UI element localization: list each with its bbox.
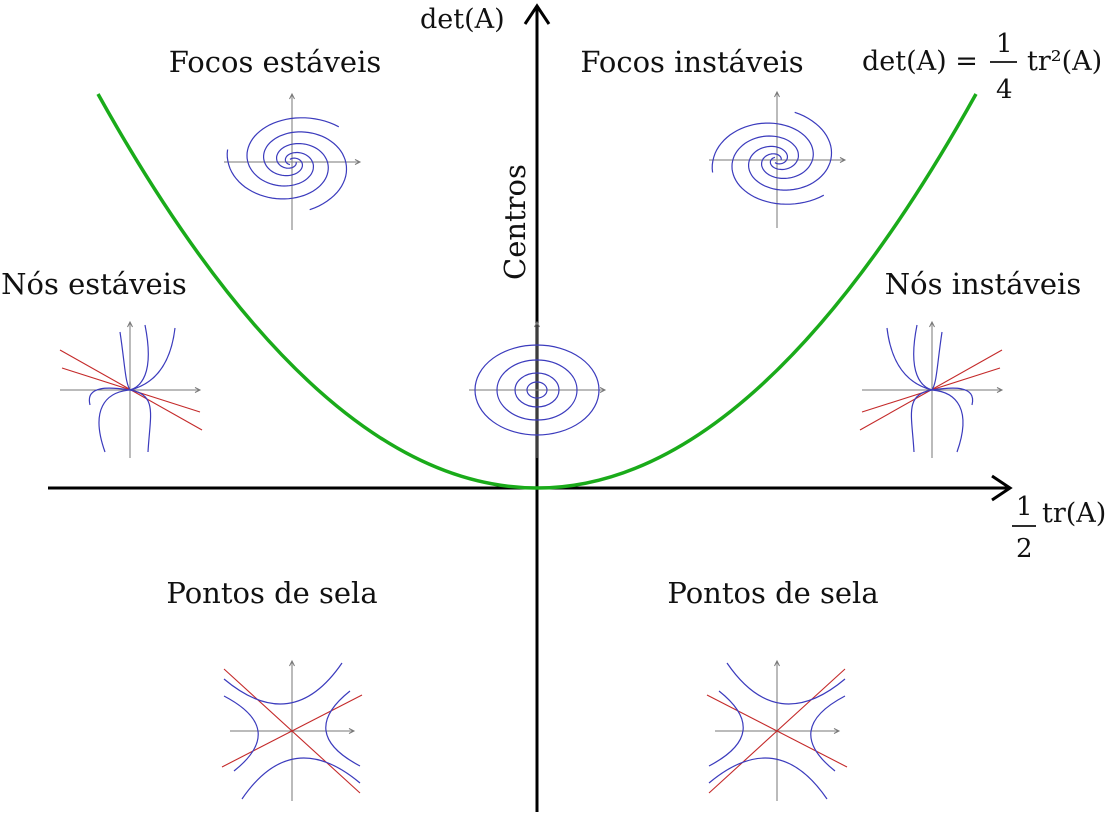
mini-x-arrow <box>194 387 202 393</box>
node-trajectory <box>88 387 131 406</box>
saddle-trajectory <box>810 695 846 772</box>
mini-y-arrow <box>289 659 295 667</box>
curve-equation-rhs: tr²(A) <box>1027 46 1102 77</box>
spiral-trajectory <box>711 122 814 179</box>
node-trajectory <box>910 389 933 453</box>
saddle-points-right-label: Pontos de sela <box>667 576 878 610</box>
saddle-trajectory <box>223 695 259 772</box>
closed-orbit <box>474 344 600 436</box>
node-trajectory <box>129 324 149 391</box>
x-axis-label: tr(A) <box>1042 498 1106 529</box>
mini-x-arrow <box>348 728 356 734</box>
node-trajectory <box>913 324 933 391</box>
node-trajectory <box>931 389 964 453</box>
unstable-nodes-label: Nós instáveis <box>885 267 1081 301</box>
node-trajectory <box>886 327 933 391</box>
saddle-left-phase-portrait <box>221 659 363 801</box>
node-trajectory <box>931 331 943 391</box>
saddle-points-left-label: Pontos de sela <box>166 576 377 610</box>
saddle-trajectory <box>708 690 744 767</box>
mini-y-arrow <box>929 320 935 328</box>
separatrix <box>706 694 848 768</box>
x-axis-arrowhead <box>991 474 1013 502</box>
unstable-node-phase-portrait <box>859 320 1004 458</box>
curve-fraction-denominator: 4 <box>996 75 1013 105</box>
saddle-trajectory <box>708 757 828 800</box>
unstable-focus-phase-portrait <box>709 90 847 228</box>
mini-x-arrow <box>599 387 607 393</box>
spiral-trajectory <box>263 131 348 211</box>
curve-equation-lhs: det(A) = <box>862 46 978 77</box>
stable-nodes-label: Nós estáveis <box>1 267 187 301</box>
node-trajectory <box>129 389 152 453</box>
parabola-curve <box>96 93 978 490</box>
saddle-trajectory <box>223 662 343 705</box>
saddle-trajectory <box>241 757 361 800</box>
unstable-foci-label: Focos instáveis <box>580 45 803 79</box>
x-axis-fraction-denominator: 2 <box>1016 534 1033 564</box>
stable-node-phase-portrait <box>59 320 203 458</box>
mini-y-arrow <box>289 92 295 100</box>
closed-orbit <box>496 359 578 421</box>
mini-y-arrow <box>127 320 133 328</box>
node-trajectory <box>119 331 131 391</box>
saddle-trajectory <box>726 662 846 705</box>
closed-orbit <box>514 372 560 408</box>
x-axis-fraction-numerator: 1 <box>1016 492 1033 522</box>
mini-x-arrow <box>833 728 841 734</box>
spiral-trajectory <box>731 135 825 205</box>
spiral-trajectory <box>226 143 329 200</box>
node-trajectory <box>98 389 131 453</box>
centers-label: Centros <box>498 164 532 280</box>
mini-y-arrow <box>774 659 780 667</box>
y-axis-arrowhead <box>523 3 551 25</box>
node-trajectory <box>931 387 974 406</box>
mini-y-arrow <box>774 90 780 98</box>
stable-foci-label: Focos estáveis <box>169 45 382 79</box>
spiral-trajectory <box>246 117 340 187</box>
mini-x-arrow <box>354 159 362 165</box>
mini-x-arrow <box>839 157 847 163</box>
node-trajectory <box>129 327 176 391</box>
mini-y-arrow <box>534 320 540 328</box>
closed-orbit <box>526 381 548 399</box>
saddle-right-phase-portrait <box>706 659 848 801</box>
y-axis-label: det(A) <box>420 4 505 35</box>
saddle-trajectory <box>325 690 361 767</box>
center-phase-portrait <box>469 320 607 458</box>
separatrix <box>221 694 363 768</box>
curve-fraction-numerator: 1 <box>996 29 1013 59</box>
stable-focus-phase-portrait <box>224 92 362 230</box>
spiral-trajectory <box>747 111 833 191</box>
mini-x-arrow <box>996 387 1004 393</box>
